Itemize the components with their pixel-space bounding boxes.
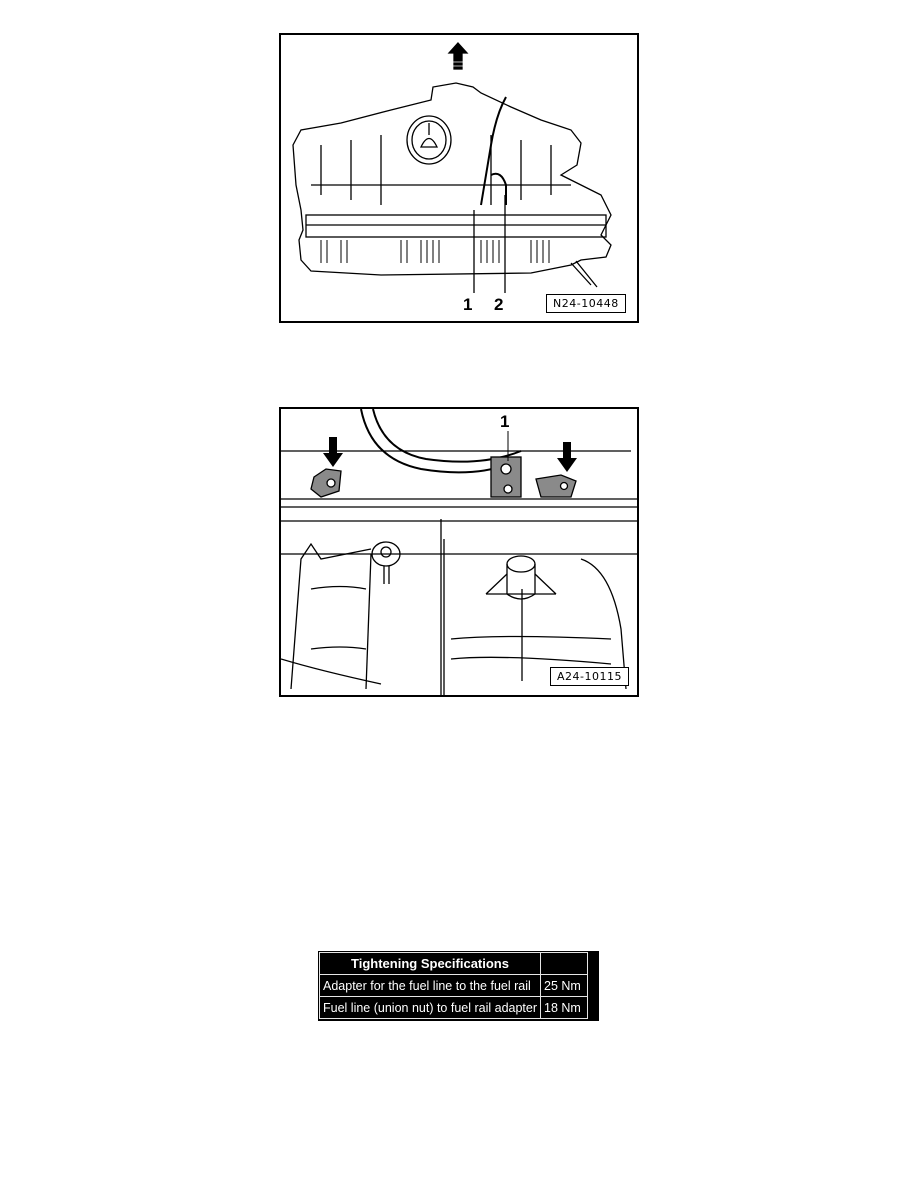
tightening-specifications-table: Tightening Specifications Adapter for th… — [318, 951, 599, 1021]
table-row: Adapter for the fuel line to the fuel ra… — [318, 974, 589, 997]
callout-1: 1 — [463, 295, 473, 314]
figure-intake-manifold: 1 2 N24-10448 — [279, 33, 639, 323]
figure-id-label: A24-10115 — [550, 667, 629, 686]
spec-value: 25 Nm — [540, 974, 589, 997]
spec-item: Fuel line (union nut) to fuel rail adapt… — [318, 996, 542, 1019]
table-row: Fuel line (union nut) to fuel rail adapt… — [318, 996, 589, 1019]
spec-item: Adapter for the fuel line to the fuel ra… — [318, 974, 542, 997]
fuel-rail-closeup-illustration — [281, 409, 637, 695]
callout-1: 1 — [500, 412, 510, 431]
callout-2: 2 — [494, 295, 504, 314]
figure-id-label: N24-10448 — [546, 294, 626, 313]
intake-manifold-illustration — [292, 42, 612, 293]
figure-fuel-rail-adapter: 1 A24-10115 — [279, 407, 639, 697]
table-header-row: Tightening Specifications — [318, 952, 589, 975]
table-header-title: Tightening Specifications — [318, 952, 542, 975]
spec-value: 18 Nm — [540, 996, 589, 1019]
table-header-value — [540, 952, 589, 975]
